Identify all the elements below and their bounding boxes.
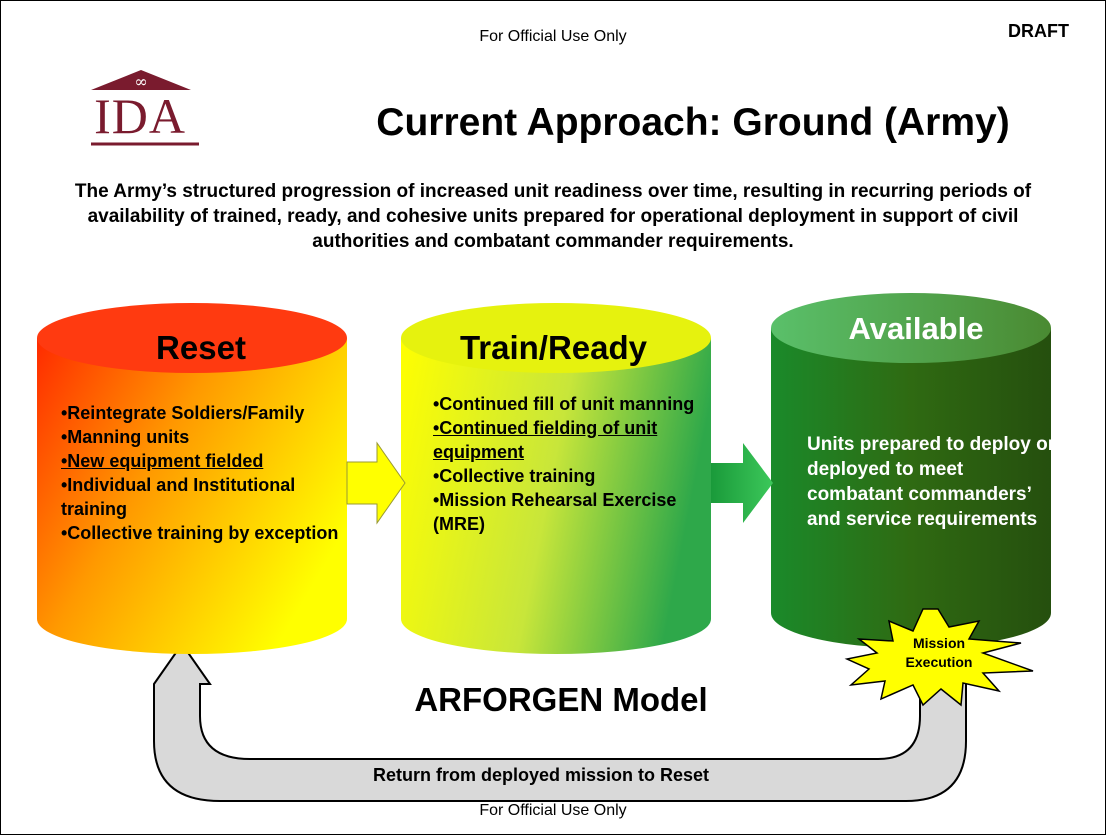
list-item: •Manning units [61,427,190,447]
description: The Army’s structured progression of inc… [74,181,1032,252]
available-text: Units prepared to deploy or deployed to … [807,434,1056,530]
arrow-reset-to-train [346,441,406,525]
draft-mark: DRAFT [1008,21,1069,41]
ida-logo-text: IDA [94,88,186,144]
reset-title: Reset [156,329,246,366]
train-ready-title: Train/Ready [459,329,648,366]
classification-bottom: For Official Use Only [479,802,627,819]
list-item: •Collective training [433,466,596,486]
mission-execution-burst [844,608,1034,707]
ida-logo: ∞ [91,70,199,146]
list-item: •Collective training by exception [61,523,339,543]
train-ready-items: •Continued fill of unit manning •Continu… [433,392,708,536]
available-cylinder [771,293,1051,648]
list-item: •New equipment fielded [61,451,264,471]
mission-line-1: Mission [912,635,966,651]
list-item: •Mission Rehearsal Exercise (MRE) [433,490,677,534]
arforgen-model-label: ARFORGEN Model [414,681,708,718]
list-item: •Continued fill of unit manning [433,394,695,414]
train-ready-cylinder [401,303,711,654]
svg-text:∞: ∞ [134,72,147,91]
reset-items: •Reintegrate Soldiers/Family •Manning un… [61,401,346,545]
list-item: •Individual and Institutional training [61,475,296,519]
mission-line-2: Execution [905,654,973,670]
list-item: •Continued fielding of unit equipment [433,418,658,462]
return-label: Return from deployed mission to Reset [372,765,710,785]
page-title: Current Approach: Ground (Army) [376,101,1010,144]
reset-cylinder [37,303,347,654]
list-item: •Reintegrate Soldiers/Family [61,403,305,423]
mission-execution-label: Mission Execution [889,634,989,672]
arrow-train-to-available [711,443,773,523]
available-title: Available [848,311,984,346]
classification-top: For Official Use Only [479,28,627,45]
